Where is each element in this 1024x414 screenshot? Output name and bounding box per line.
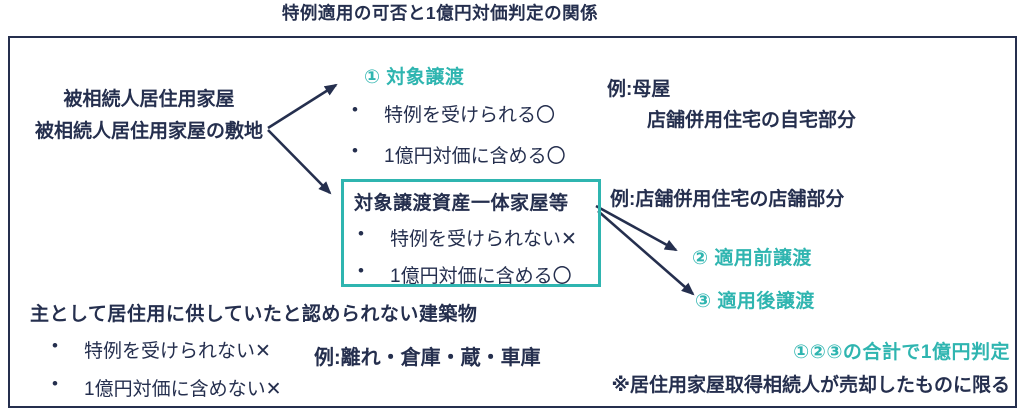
integrated-asset-bullets: 特例を受けられない✕ 1億円対価に含める〇 — [354, 224, 590, 288]
target-transfer-bullet-1: 特例を受けられる〇 — [384, 105, 556, 126]
integrated-asset-heading: 対象譲渡資産一体家屋等 — [354, 193, 569, 214]
source-property-line1: 被相続人居住用家屋 — [63, 89, 235, 110]
list-item: 1億円対価に含める〇 — [354, 261, 590, 288]
summary-block: ①②③の合計で1億円判定 ※居住用家屋取得相続人が売却したものに限る — [612, 336, 1010, 402]
non-residential-bullet-2: 1億円対価に含めない✕ — [84, 379, 282, 400]
pre-application-transfer-label: ② 適用前譲渡 — [692, 248, 812, 269]
target-transfer-bullet-2: 1億円対価に含める〇 — [384, 146, 566, 167]
judgement-note: ※居住用家屋取得相続人が売却したものに限る — [611, 375, 1010, 396]
list-item: 特例を受けられない✕ — [48, 336, 282, 363]
source-property-group: 被相続人居住用家屋 被相続人居住用家屋の敷地 — [10, 84, 288, 148]
list-item: 1億円対価に含める〇 — [348, 141, 566, 168]
target-transfer-example-line2: 店舗併用住宅の自宅部分 — [647, 110, 857, 131]
target-transfer-example: 例:母屋 店舗併用住宅の自宅部分 — [607, 74, 856, 136]
target-transfer-bullets: 特例を受けられる〇 1億円対価に含める〇 — [348, 100, 566, 182]
integrated-asset-box: 対象譲渡資産一体家屋等 特例を受けられない✕ 1億円対価に含める〇 — [341, 179, 601, 287]
page-title: 特例適用の可否と1億円対価判定の関係 — [281, 3, 599, 23]
integrated-asset-bullet-1: 特例を受けられない✕ — [390, 229, 577, 250]
source-property-line2: 被相続人居住用家屋の敷地 — [34, 121, 263, 142]
list-item: 特例を受けられる〇 — [348, 100, 566, 127]
non-residential-example: 例:離れ・倉庫・蔵・車庫 — [314, 347, 541, 369]
list-item: 特例を受けられない✕ — [354, 224, 590, 251]
diagram-outer-border — [8, 36, 1017, 408]
integrated-asset-bullet-2: 1億円対価に含める〇 — [390, 266, 572, 287]
non-residential-bullets: 特例を受けられない✕ 1億円対価に含めない✕ — [48, 336, 282, 412]
integrated-asset-example: 例:店舗併用住宅の店舗部分 — [610, 189, 845, 210]
target-transfer-heading: ① 対象譲渡 — [364, 67, 465, 88]
target-transfer-example-line1: 例:母屋 — [607, 79, 671, 100]
post-application-transfer-label: ③ 適用後譲渡 — [695, 291, 815, 312]
non-residential-bullet-1: 特例を受けられない✕ — [84, 341, 271, 362]
total-judgement-label: ①②③の合計で1億円判定 — [793, 342, 1010, 363]
list-item: 1億円対価に含めない✕ — [48, 374, 282, 401]
non-residential-heading: 主として居住用に供していたと認められない建築物 — [30, 304, 478, 325]
